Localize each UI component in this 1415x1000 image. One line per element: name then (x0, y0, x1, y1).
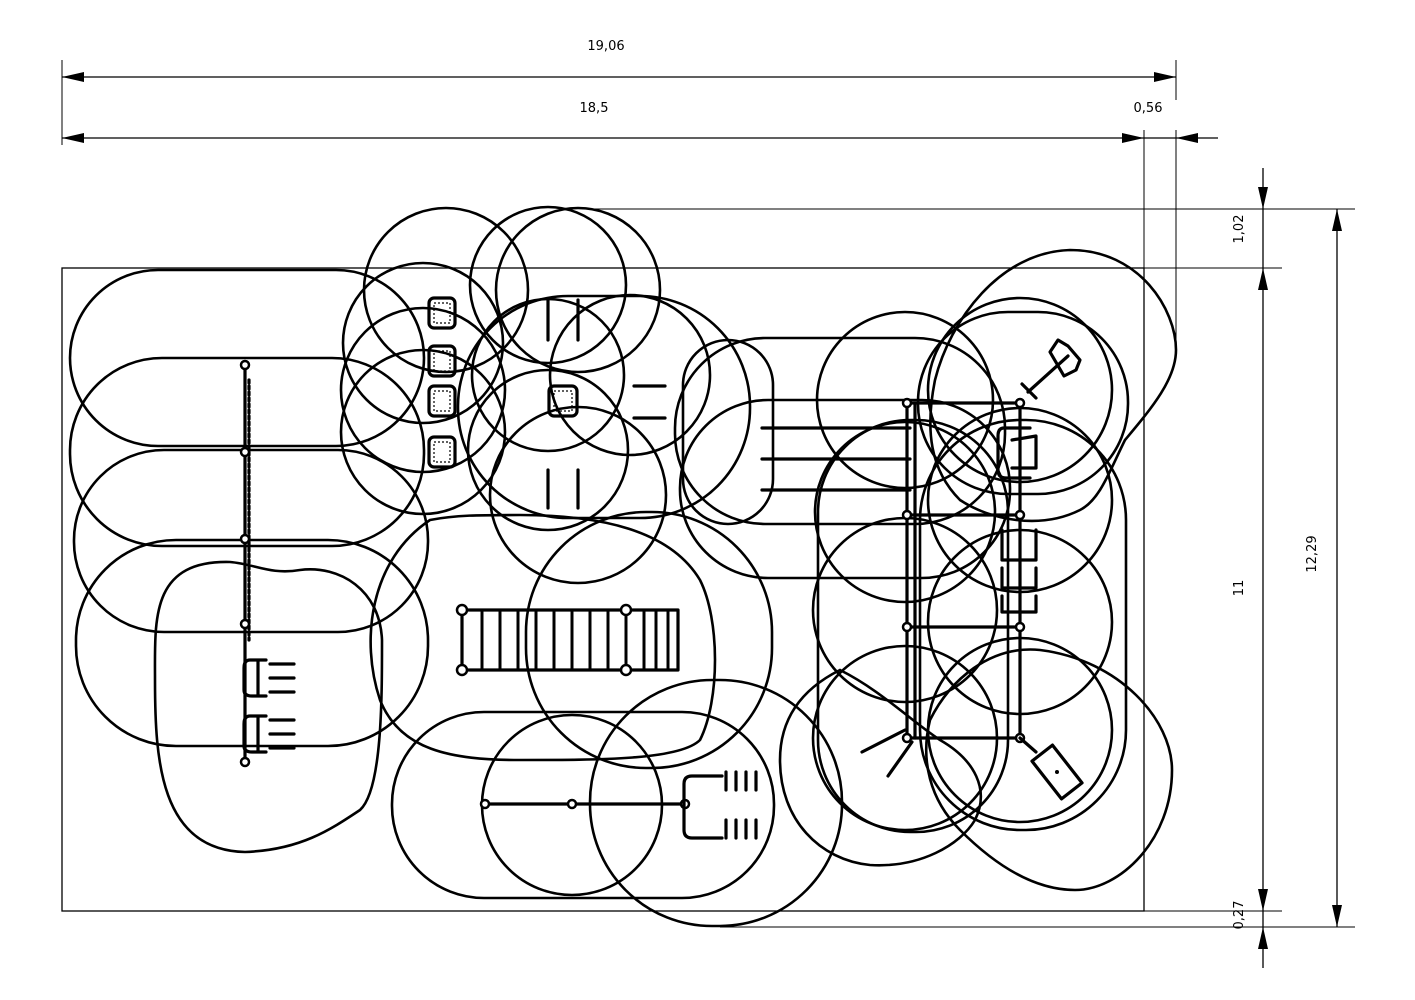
safety-zone (673, 336, 1007, 526)
label-bottom-offset: 0,27 (1232, 901, 1247, 930)
safety-zone (362, 206, 530, 374)
label-base-width: 18,5 (580, 101, 609, 116)
label-total-width: 19,06 (587, 39, 624, 54)
equipment-parallel-bars (760, 426, 912, 492)
equipment-ladder (455, 603, 680, 677)
safety-zone (339, 348, 507, 516)
safety-zone (369, 513, 717, 762)
dimension-labels: 19,06 18,5 0,56 1,02 11 0,27 12,29 (580, 39, 1320, 929)
safety-zone (494, 206, 662, 374)
safety-zone (339, 306, 507, 474)
safety-zone (815, 310, 995, 490)
equipment-incline (860, 728, 1084, 801)
safety-zone (929, 248, 1178, 523)
label-top-offset: 1,02 (1232, 215, 1247, 244)
safety-zone (924, 648, 1174, 892)
equipment-bottom-beam (479, 770, 758, 840)
safety-zone (813, 420, 997, 604)
safety-zone (72, 448, 430, 634)
safety-zone (341, 261, 505, 425)
label-total-height: 12,29 (1305, 535, 1320, 572)
safety-zone (68, 356, 426, 548)
safety-zone (468, 205, 628, 365)
safety-zone (456, 294, 752, 520)
safety-zone (74, 538, 430, 748)
safety-zone (466, 368, 630, 532)
equipment-right-frame (901, 397, 1038, 744)
dimension-lines (61, 60, 1355, 968)
equipment-left-spine (239, 359, 296, 768)
label-right-offset: 0,56 (1134, 101, 1163, 116)
safety-zones (68, 205, 1178, 928)
safety-zone (524, 510, 774, 770)
safety-zone (681, 338, 775, 526)
safety-zone (390, 710, 776, 900)
equipment-stepping-seats (427, 296, 579, 469)
base-area-outline (61, 267, 1145, 912)
equipment-posts (546, 298, 667, 510)
safety-zone (153, 560, 384, 854)
equipment-spinner (1020, 338, 1082, 400)
label-base-height: 11 (1232, 580, 1247, 597)
safety-zone (778, 668, 983, 867)
safety-zone (68, 268, 426, 448)
safety-zone (918, 418, 1128, 832)
